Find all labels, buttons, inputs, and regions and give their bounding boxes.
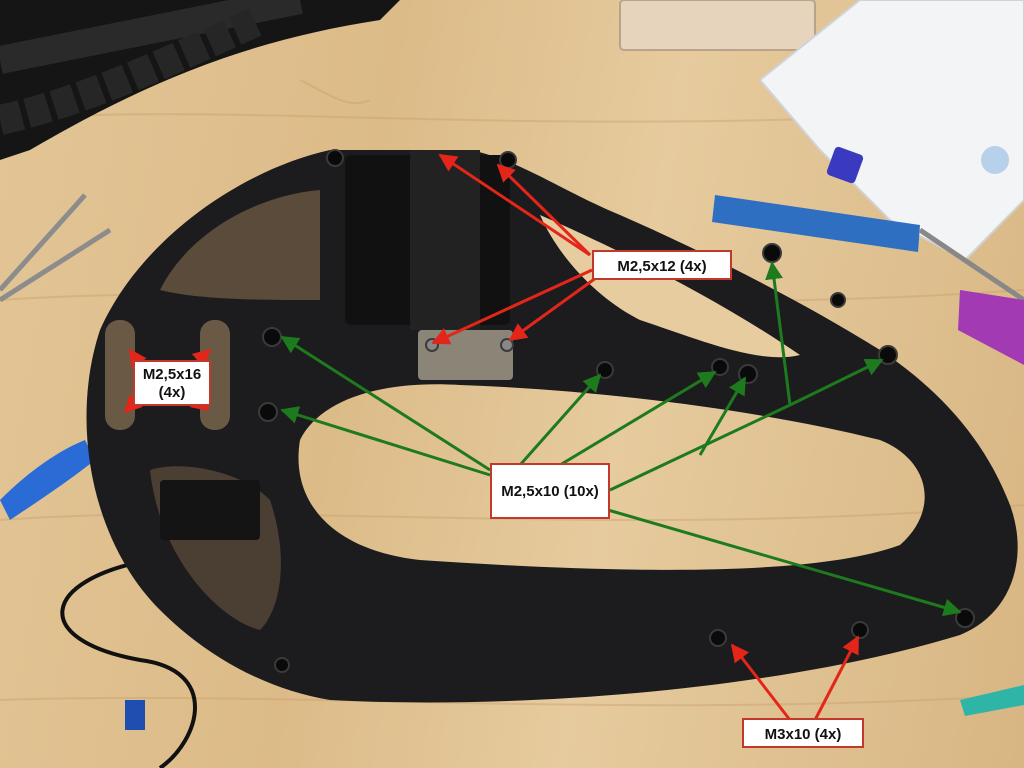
label-m25x16-line2: (4x) (158, 384, 186, 401)
servo-left (160, 480, 260, 540)
label-m25x16: M2,5x16 (4x) (133, 360, 211, 406)
green-arrows (280, 261, 962, 617)
label-m25x16-line1: M2,5x16 (142, 366, 202, 383)
label-m25x10: M2,5x10 (10x) (490, 463, 610, 519)
pliers-handle (0, 440, 95, 520)
blue-screwdriver (712, 146, 1024, 303)
pliers (0, 193, 112, 303)
marker-pen (960, 685, 1024, 716)
cable-tray (0, 0, 400, 160)
servo-plug (125, 700, 145, 730)
purple-driver (958, 290, 1024, 365)
cable (60, 558, 197, 768)
plastic-box (619, 0, 816, 51)
label-m25x12: M2,5x12 (4x) (592, 250, 732, 280)
label-m3x10: M3x10 (4x) (742, 718, 864, 748)
